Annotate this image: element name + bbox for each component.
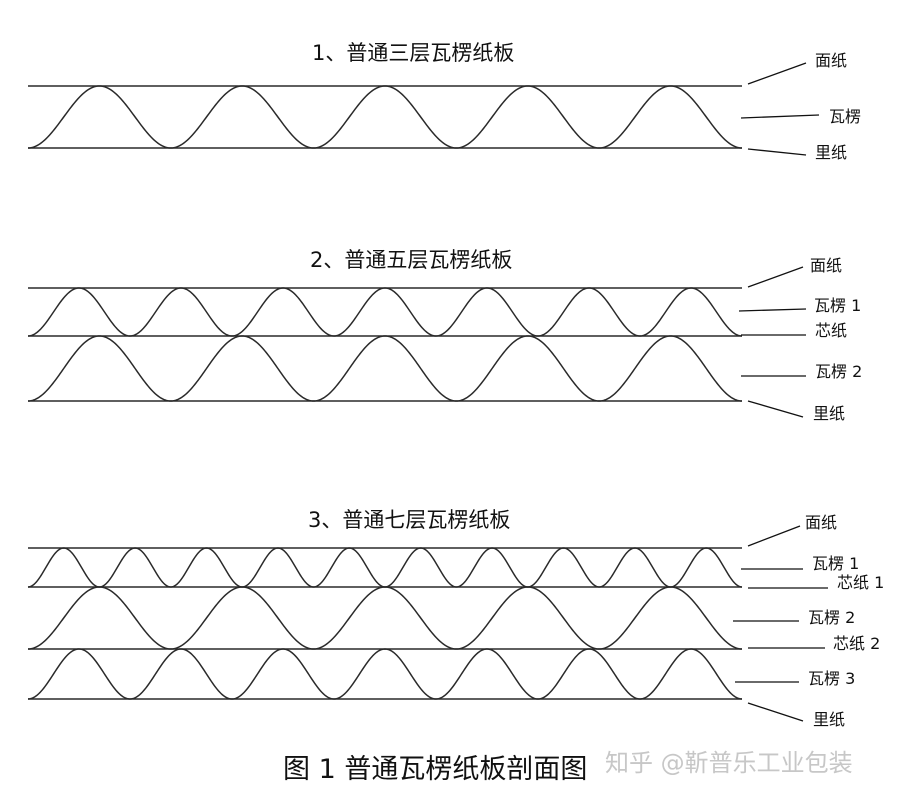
leader-line — [747, 702, 804, 722]
board-1-flute-1 — [27, 85, 743, 149]
figure-caption: 图 1 普通瓦楞纸板剖面图 — [283, 754, 587, 785]
board-3-flute-2 — [27, 586, 743, 650]
leader-line — [738, 308, 807, 312]
leader-line — [747, 400, 804, 418]
layer-label: 芯纸 1 — [837, 573, 884, 592]
leader-line — [747, 266, 804, 288]
layer-label: 面纸 — [815, 51, 847, 70]
layer-label: 面纸 — [810, 256, 842, 275]
section-1-title: 1、普通三层瓦楞纸板 — [312, 41, 514, 65]
layer-label: 瓦楞 1 — [812, 554, 859, 573]
leader-line — [740, 114, 820, 119]
layer-label: 里纸 — [813, 710, 845, 729]
section-2-title: 2、普通五层瓦楞纸板 — [310, 248, 512, 272]
board-3-flute-1 — [27, 547, 743, 588]
layer-label: 瓦楞 — [829, 107, 861, 126]
layer-label: 面纸 — [805, 513, 837, 532]
leader-line — [747, 525, 801, 547]
seven-layer-board — [27, 547, 743, 700]
layer-label: 瓦楞 2 — [808, 608, 855, 627]
board-2-flute-1 — [27, 287, 743, 337]
leader-line — [747, 62, 807, 85]
board-3-flute-3 — [27, 648, 743, 700]
board-2-flute-2 — [27, 335, 743, 402]
layer-label: 瓦楞 2 — [815, 362, 862, 381]
section-3-title: 3、普通七层瓦楞纸板 — [308, 508, 510, 532]
layer-label: 里纸 — [815, 143, 847, 162]
five-layer-board — [27, 287, 743, 402]
leader-line — [747, 148, 807, 156]
three-layer-board — [27, 85, 743, 149]
layer-label: 芯纸 2 — [833, 634, 880, 653]
layer-label: 里纸 — [813, 404, 845, 423]
layer-label: 瓦楞 1 — [814, 296, 861, 315]
watermark: 知乎 @靳普乐工业包装 — [605, 749, 853, 777]
layer-label: 瓦楞 3 — [808, 669, 855, 688]
layer-label: 芯纸 — [815, 321, 847, 340]
